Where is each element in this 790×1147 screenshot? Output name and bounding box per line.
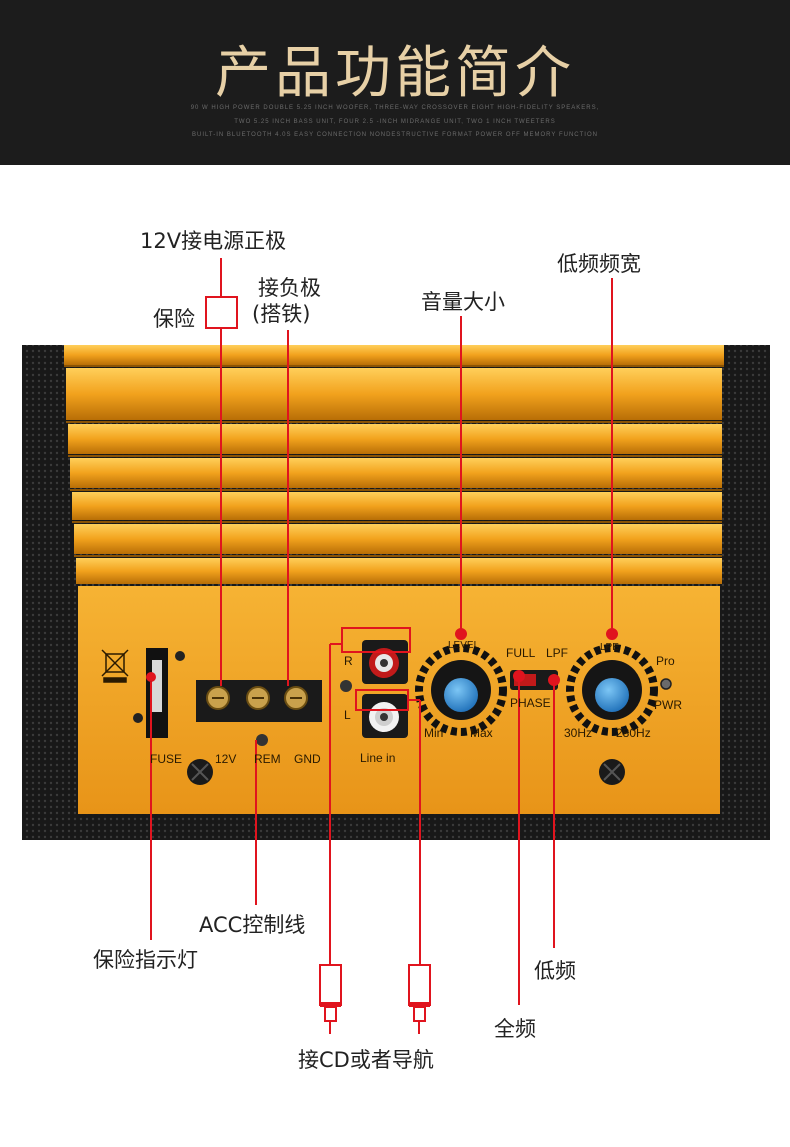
panel-label-pwr: PWR <box>654 698 682 712</box>
panel-label-fuse: FUSE <box>150 752 183 766</box>
panel-label-r: R <box>344 654 353 668</box>
panel-label-max: Max <box>470 726 493 740</box>
panel-label-min: Min <box>424 726 444 740</box>
panel-label-phase: PHASE <box>510 696 551 710</box>
callout-power-positive: 12V接电源正极 <box>140 229 287 253</box>
callout-cd-nav: 接CD或者导航 <box>298 1048 434 1072</box>
rca-plug-icon <box>319 964 342 1034</box>
panel-label-30hz: 30Hz <box>564 726 593 740</box>
callout-ground-note: (搭铁) <box>252 302 311 326</box>
lpf-knob <box>566 644 658 736</box>
terminal-block <box>196 680 322 746</box>
callout-acc-control: ACC控制线 <box>199 913 306 937</box>
header-subtitle-line: BUILT-IN BLUETOOTH 4.0S EASY CONNECTION … <box>192 132 598 138</box>
header-subtitle-line: TWO 5.25 INCH BASS UNIT, FOUR 2.5 -INCH … <box>234 119 556 125</box>
panel-label-lpf: LPF <box>546 646 569 660</box>
callout-fuse-indicator: 保险指示灯 <box>93 948 198 972</box>
page-title: 产品功能简介 <box>215 41 575 106</box>
panel-label-gnd: GND <box>294 752 321 766</box>
callout-fuse: 保险 <box>153 307 195 331</box>
screw-icon <box>599 759 625 785</box>
callout-bass-bandwidth: 低频频宽 <box>557 252 641 276</box>
screw-icon <box>187 759 213 785</box>
callout-full-freq: 全频 <box>494 1017 536 1041</box>
rca-jack-left <box>340 680 408 738</box>
pwr-led <box>660 678 672 690</box>
panel-label-pro: Pro <box>656 654 675 668</box>
panel-label-rem: REM <box>254 752 281 766</box>
level-knob <box>415 644 507 736</box>
panel-label-280hz: 280Hz <box>616 726 651 740</box>
weee-bin-icon <box>101 649 129 683</box>
panel-label-level: LEVEL <box>448 640 480 651</box>
panel-label-lpe: LPE <box>600 642 619 653</box>
panel-label-12v: 12V <box>215 752 237 766</box>
header-banner: 产品功能简介 90 W HIGH POWER DOUBLE 5.25 INCH … <box>0 0 790 165</box>
fuse-indicator-led <box>146 672 156 682</box>
rca-jack-right <box>362 640 408 684</box>
callout-ground: 接负极 <box>258 276 321 300</box>
panel-label-full: FULL <box>506 646 536 660</box>
callout-volume: 音量大小 <box>421 290 505 314</box>
heatsink-fins <box>64 345 724 584</box>
panel-label-line-in: Line in <box>360 751 396 765</box>
header-subtitle-line: 90 W HIGH POWER DOUBLE 5.25 INCH WOOFER,… <box>190 105 600 111</box>
callout-lines <box>150 258 618 1005</box>
rca-plug-icon <box>408 964 431 1034</box>
callout-low-freq: 低频 <box>534 959 576 983</box>
panel-label-l: L <box>344 708 351 722</box>
